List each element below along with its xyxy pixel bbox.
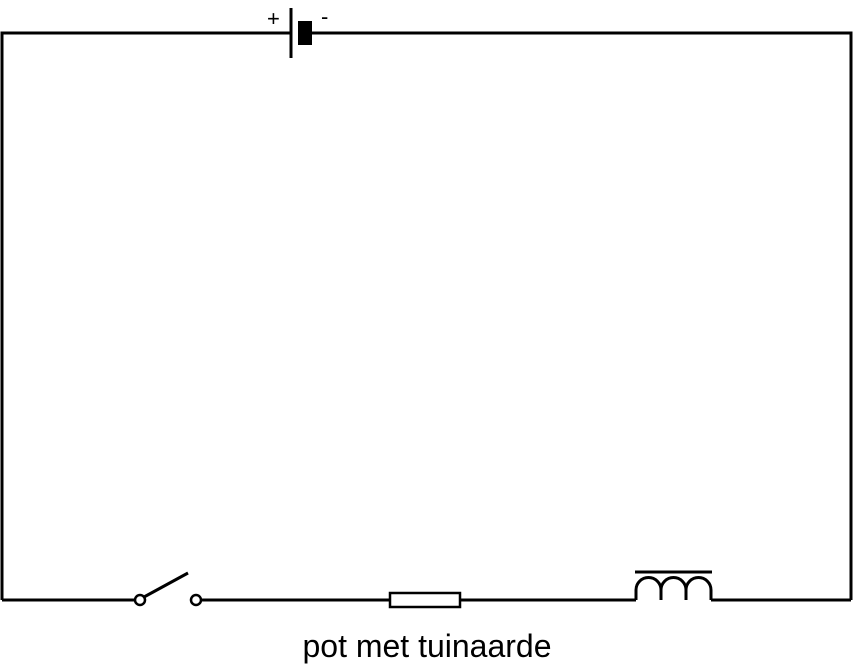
switch-left-terminal bbox=[133, 593, 147, 607]
switch-icon bbox=[133, 571, 203, 607]
switch-right-terminal bbox=[189, 593, 203, 607]
wire-top-right bbox=[312, 31, 853, 600]
wire-top-left bbox=[0, 31, 291, 600]
battery-plus-label: + bbox=[267, 6, 280, 31]
inductor-coil bbox=[634, 576, 713, 600]
resistor-icon bbox=[388, 591, 462, 609]
battery-minus-label: - bbox=[321, 4, 329, 29]
switch-lever bbox=[143, 571, 189, 599]
battery-icon bbox=[289, 8, 312, 58]
diagram-caption: pot met tuinaarde bbox=[302, 628, 552, 664]
inductor-icon bbox=[634, 570, 713, 600]
battery-negative-plate bbox=[298, 21, 312, 45]
